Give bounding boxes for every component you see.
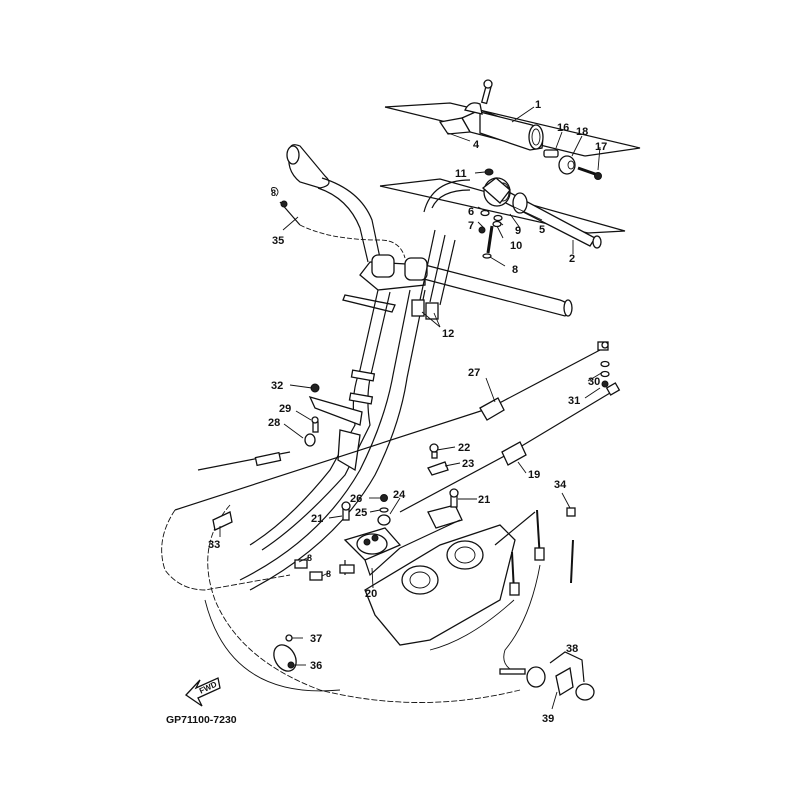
callout-26: 26 [350,493,362,505]
callout-22: 22 [458,442,470,454]
callout-8-left: 8 [271,188,276,198]
callout-18: 18 [576,126,588,138]
callout-30: 30 [588,376,600,388]
choke-cable [399,382,621,513]
pin-16 [543,149,559,158]
callout-17: 17 [595,141,607,153]
callout-16: 16 [557,122,569,134]
callout-5: 5 [539,224,545,236]
fwd-direction-marker: FWD [185,677,221,707]
callout-11: 11 [455,168,467,180]
callout-36: 36 [310,660,322,672]
callout-35: 35 [272,235,284,247]
callout-39: 39 [542,713,554,725]
callout-24: 24 [393,489,406,501]
throttle-cable [174,341,610,511]
lower-cable-loops [161,451,521,703]
callout-27: 27 [468,367,480,379]
cable-bracket [339,504,463,577]
callout-37: 37 [310,633,322,645]
callout-31: 31 [568,395,580,407]
screw-17 [577,166,602,180]
callout-29: 29 [279,403,291,415]
callout-23: 23 [462,458,474,470]
throttle-housing [438,79,544,151]
drawing-code: GP71100-7230 [166,714,237,726]
callout-2: 2 [569,253,575,265]
small-hardware [478,168,503,259]
callout-12: 12 [442,328,454,340]
steering-column [239,229,456,591]
callout-32: 32 [271,380,283,392]
callout-21-right: 21 [478,494,490,506]
callout-labels: 1 2 4 5 6 7 8 8 8 8 9 10 11 12 16 17 18 … [208,99,607,725]
right-grip [481,177,602,249]
band-clamp [273,634,297,672]
carburetor-body [364,511,536,646]
callout-33: 33 [208,539,220,551]
callout-19: 19 [528,469,540,481]
callout-4: 4 [473,139,480,151]
callout-8-nut-b: 8 [326,569,331,579]
callout-21-left: 21 [311,513,323,525]
callout-20: 20 [365,588,377,600]
callout-8-top: 8 [512,264,518,276]
left-cable [271,187,406,259]
grip-end-cap-18 [558,155,576,175]
callout-38: 38 [566,643,578,655]
callout-7: 7 [468,220,474,232]
handlebar [286,144,573,317]
leader-lines [219,106,604,710]
callout-28: 28 [268,417,280,429]
callout-6: 6 [468,206,474,218]
callout-34: 34 [554,479,567,491]
callout-25: 25 [355,507,367,519]
callout-10: 10 [510,240,522,252]
callout-8-nut-a: 8 [307,553,312,563]
callout-1: 1 [535,99,541,111]
callout-9: 9 [515,225,521,237]
choke-knob-assembly [429,507,595,701]
